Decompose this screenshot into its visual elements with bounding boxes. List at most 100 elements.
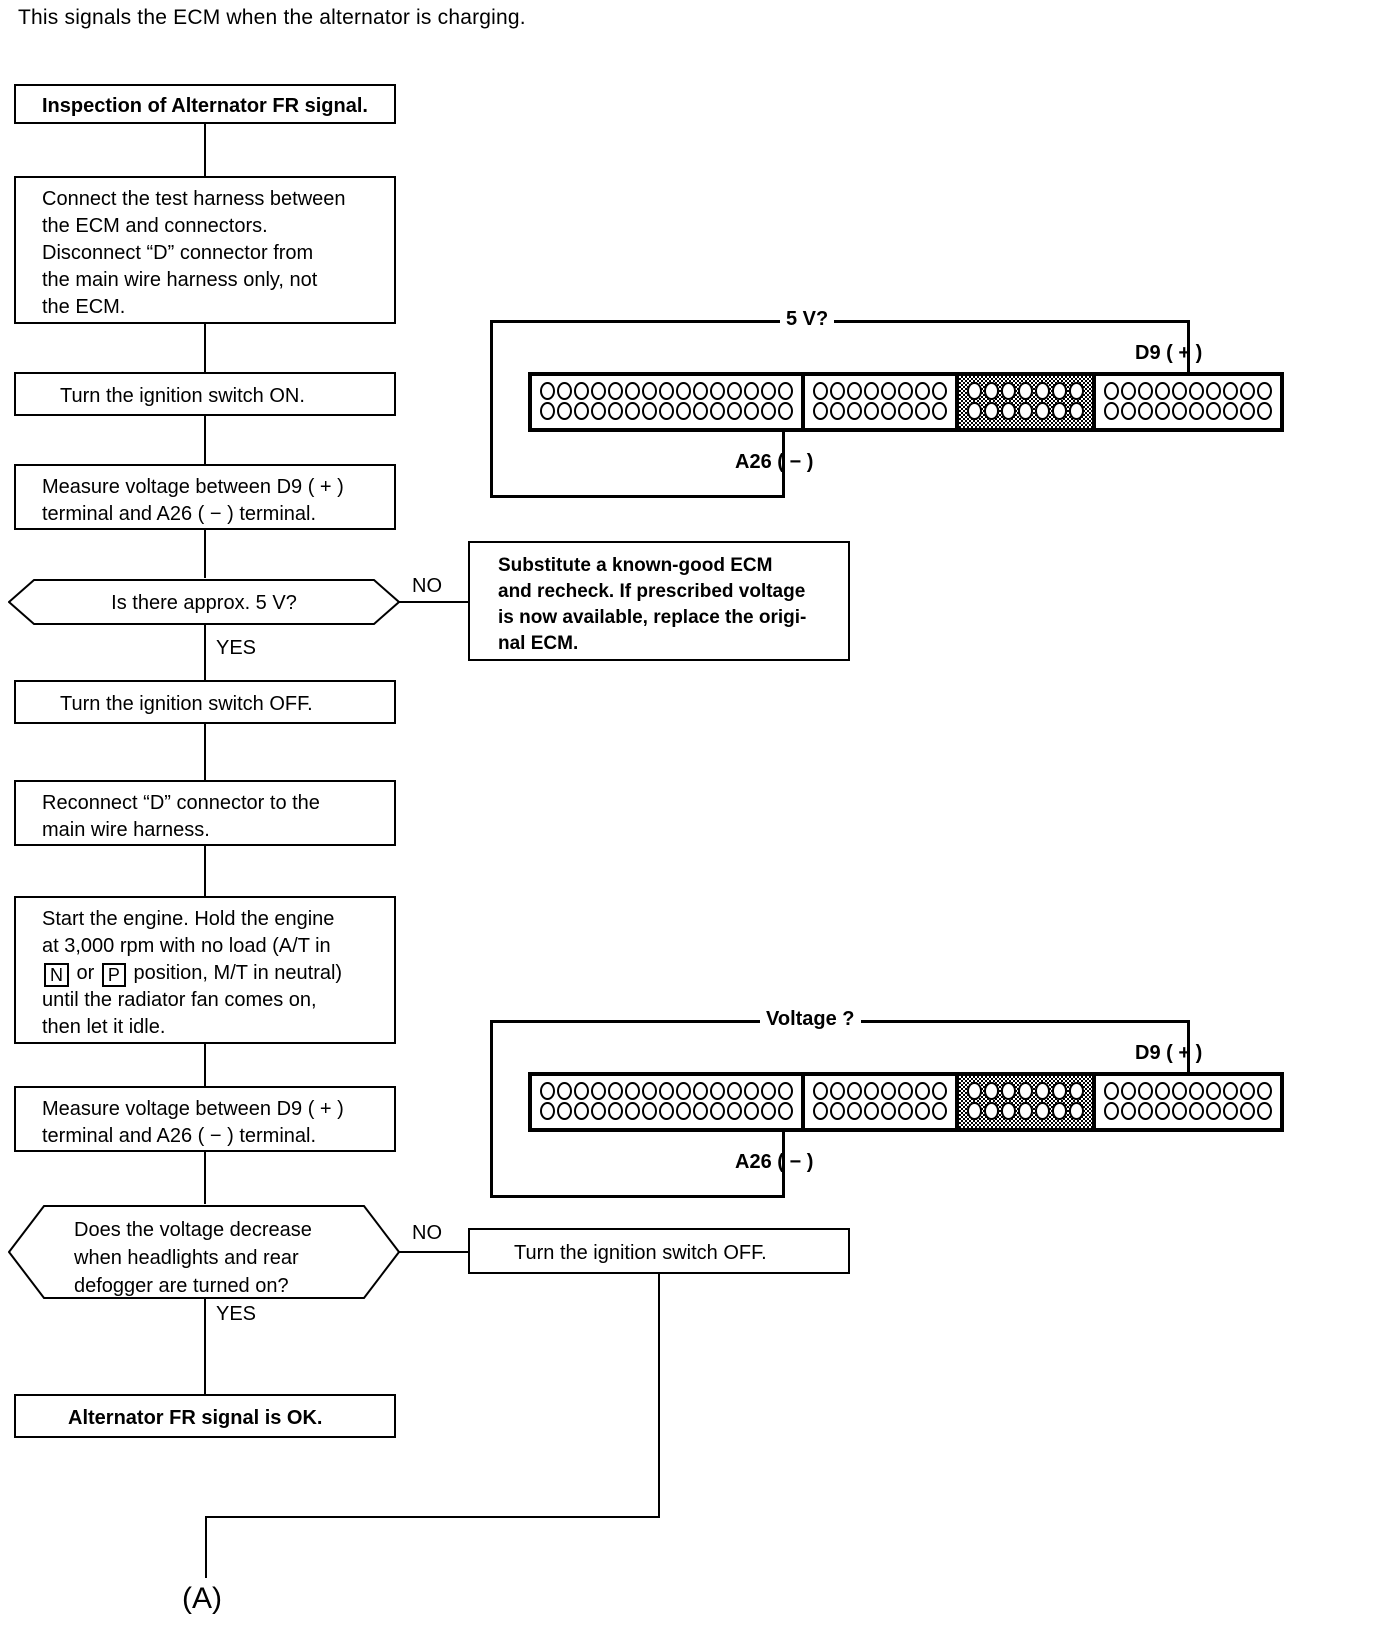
connector-pin bbox=[641, 381, 658, 401]
connector-pin bbox=[966, 401, 983, 421]
pin-row-top bbox=[966, 1081, 1085, 1101]
connector-pin bbox=[777, 381, 794, 401]
step-connect-line-4: the main wire harness only, not bbox=[42, 269, 318, 291]
connector-pin bbox=[624, 401, 641, 421]
connector-pin bbox=[607, 381, 624, 401]
connector-pin bbox=[556, 1101, 573, 1121]
step-connect-box: Connect the test harness between the ECM… bbox=[14, 176, 396, 324]
connector-pin bbox=[1000, 1101, 1017, 1121]
bracket-top-rail bbox=[490, 320, 1190, 323]
connector-pin bbox=[1120, 401, 1137, 421]
pin-row-top bbox=[539, 381, 794, 401]
connector-pin bbox=[1137, 1101, 1154, 1121]
connector-pin bbox=[914, 381, 931, 401]
connector-pin bbox=[760, 1081, 777, 1101]
connector-pin bbox=[709, 401, 726, 421]
connector-pin bbox=[760, 1101, 777, 1121]
connector-pin bbox=[624, 1101, 641, 1121]
connector-pin bbox=[897, 381, 914, 401]
connector-pin bbox=[1017, 381, 1034, 401]
connector-pin bbox=[556, 381, 573, 401]
connector-pin bbox=[1068, 1081, 1085, 1101]
decision-voltage-no-label: NO bbox=[412, 1222, 442, 1244]
connector-pin bbox=[1034, 381, 1051, 401]
connector-pin bbox=[1034, 1101, 1051, 1121]
connector-pin bbox=[880, 401, 897, 421]
decision-voltage-hexagon: Does the voltage decrease when headlight… bbox=[7, 1204, 401, 1300]
pin-row-top bbox=[1103, 381, 1273, 401]
pin-row-top bbox=[966, 381, 1085, 401]
connector-pin bbox=[1239, 1081, 1256, 1101]
connector-pin bbox=[726, 1101, 743, 1121]
connector-pin bbox=[1222, 1101, 1239, 1121]
connector-pin bbox=[1222, 381, 1239, 401]
connector-pin bbox=[931, 1081, 948, 1101]
connector-pin bbox=[658, 401, 675, 421]
connector-pin bbox=[897, 1101, 914, 1121]
connector-pin bbox=[1256, 381, 1273, 401]
bracket-d9-pointer bbox=[1187, 1020, 1190, 1116]
step-measure-1-line-1: Measure voltage between D9 ( + ) bbox=[42, 476, 344, 498]
connector-segment-a bbox=[532, 1076, 805, 1128]
connector-pin bbox=[1137, 401, 1154, 421]
connector-pin bbox=[760, 401, 777, 421]
connector-pin bbox=[880, 1101, 897, 1121]
connector-pin bbox=[829, 401, 846, 421]
pin-row-bottom bbox=[966, 1101, 1085, 1121]
pin-row-bottom bbox=[539, 1101, 794, 1121]
connector-pin bbox=[966, 1101, 983, 1121]
connector-pin bbox=[573, 381, 590, 401]
step-ignition-on-box: Turn the ignition switch ON. bbox=[14, 372, 396, 416]
connector-pin bbox=[675, 401, 692, 421]
bracket-left-vertical bbox=[490, 320, 493, 498]
connector-pin bbox=[1171, 401, 1188, 421]
connector-pin bbox=[1188, 401, 1205, 421]
connector-pin bbox=[1256, 1081, 1273, 1101]
connector-pin bbox=[573, 1101, 590, 1121]
connector-pin bbox=[556, 1081, 573, 1101]
connector-pin bbox=[1137, 381, 1154, 401]
result-ok-label: Alternator FR signal is OK. bbox=[68, 1407, 323, 1429]
connector-pin bbox=[1205, 381, 1222, 401]
connector-pin bbox=[966, 1081, 983, 1101]
connector-pin bbox=[1051, 401, 1068, 421]
connector-pin bbox=[777, 1101, 794, 1121]
connector-pin bbox=[539, 1101, 556, 1121]
connector-pin bbox=[692, 401, 709, 421]
connector-pin bbox=[675, 1101, 692, 1121]
connector-pin bbox=[743, 401, 760, 421]
connector-pin bbox=[556, 401, 573, 421]
connector-line-return-horizontal bbox=[205, 1516, 660, 1518]
connector-pin bbox=[777, 1081, 794, 1101]
connector-pin bbox=[1051, 1101, 1068, 1121]
step-ignition-on-label: Turn the ignition switch ON. bbox=[60, 385, 305, 407]
connector-diagram-top: 5 V? D9 ( + ) A26 ( − ) bbox=[490, 308, 1320, 498]
pin-row-bottom bbox=[539, 401, 794, 421]
step-engine-line-3-mid: or bbox=[71, 962, 100, 984]
connector-pin bbox=[1154, 1101, 1171, 1121]
connector-pin bbox=[983, 1081, 1000, 1101]
decision-5v-hexagon: Is there approx. 5 V? bbox=[7, 578, 401, 626]
connector-pin bbox=[829, 1081, 846, 1101]
connector-pin bbox=[1017, 1081, 1034, 1101]
connector-pin bbox=[931, 1101, 948, 1121]
connector-pin bbox=[1068, 381, 1085, 401]
connector-pin bbox=[675, 381, 692, 401]
connector-pin bbox=[812, 401, 829, 421]
step-engine-box: Start the engine. Hold the engine at 3,0… bbox=[14, 896, 396, 1044]
measure-label-top: 5 V? bbox=[780, 308, 835, 331]
step-measure-2-box: Measure voltage between D9 ( + ) termina… bbox=[14, 1086, 396, 1152]
step-engine-line-2: at 3,000 rpm with no load (A/T in bbox=[42, 935, 331, 957]
a26-terminal-label-bottom: A26 ( − ) bbox=[735, 1151, 814, 1173]
connector-pin bbox=[573, 401, 590, 421]
connector-pin bbox=[1154, 401, 1171, 421]
connector-pin bbox=[777, 401, 794, 421]
connector-pin bbox=[1222, 401, 1239, 421]
substitute-ecm-box: Substitute a known-good ECM and recheck.… bbox=[468, 541, 850, 661]
connector-pin bbox=[914, 1081, 931, 1101]
connector-line-return-down bbox=[205, 1516, 207, 1578]
connector-pin bbox=[709, 381, 726, 401]
connector-pin bbox=[1051, 381, 1068, 401]
connector-pin bbox=[863, 381, 880, 401]
connector-line-no-2 bbox=[399, 1251, 469, 1253]
